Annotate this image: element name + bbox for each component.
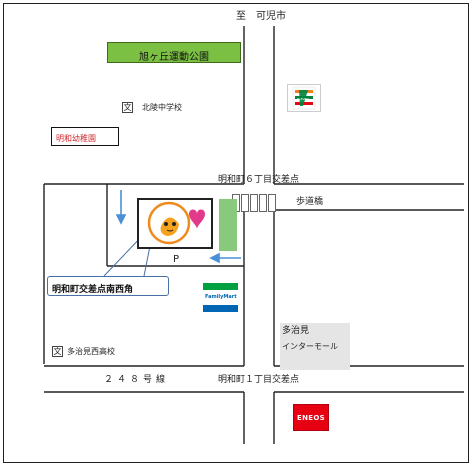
footbridge-label: 歩道橋 [296,197,324,207]
high-school-icon: 文 [52,346,63,357]
park-sign: 旭ヶ丘運動公園 [107,42,241,63]
seven-eleven-logo: ELEVEN [287,84,321,112]
route-label: ２４８号線 [104,375,170,385]
footbridge-crosswalk [232,194,282,214]
location-callout: 明和町交差点南西角 [47,276,169,296]
intermall-block [280,323,350,370]
familymart-logo: FamilyMart [203,283,238,312]
crosswalk-stripe [268,194,276,212]
shop-mascot [147,201,205,245]
park-label: 旭ヶ丘運動公園 [139,52,209,63]
arrow-left-head [209,252,220,264]
school-icon: 文 [122,102,133,113]
seven-eleven-icon [292,86,316,110]
seven-eleven-text: ELEVEN [297,97,309,101]
high-school-label: 多治見西高校 [67,347,115,356]
eneos-logo: ENEOS [293,404,329,431]
kindergarten-label: 明和幼稚園 [56,134,96,143]
road-network [43,26,464,444]
intersection-1-label: 明和町１丁目交差点 [218,375,300,385]
eneos-text: ENEOS [297,414,325,422]
crosswalk-stripe [241,194,249,212]
callout-label: 明和町交差点南西角 [52,285,134,295]
arrow-down-head [115,214,127,225]
crosswalk-stripe [259,194,267,212]
parking-label: P [173,254,180,265]
map-frame: 至 可児市 旭ヶ丘運動公園 文 北陵中学校 明和幼稚園 ELEVEN 明和町６丁… [3,3,469,463]
kindergarten-sign: 明和幼稚園 [51,127,119,146]
intersection-6-label: 明和町６丁目交差点 [218,175,300,185]
mall-label-1: 多治見 [282,326,310,336]
familymart-icon [203,283,238,312]
shop-location [137,198,213,249]
junior-high-label: 北陵中学校 [142,103,182,112]
familymart-text: FamilyMart [205,294,237,300]
crosswalk-stripe [250,194,258,212]
destination-label: 至 可児市 [236,11,286,22]
mall-label-2: インターモール [282,342,338,351]
green-strip [219,199,237,251]
